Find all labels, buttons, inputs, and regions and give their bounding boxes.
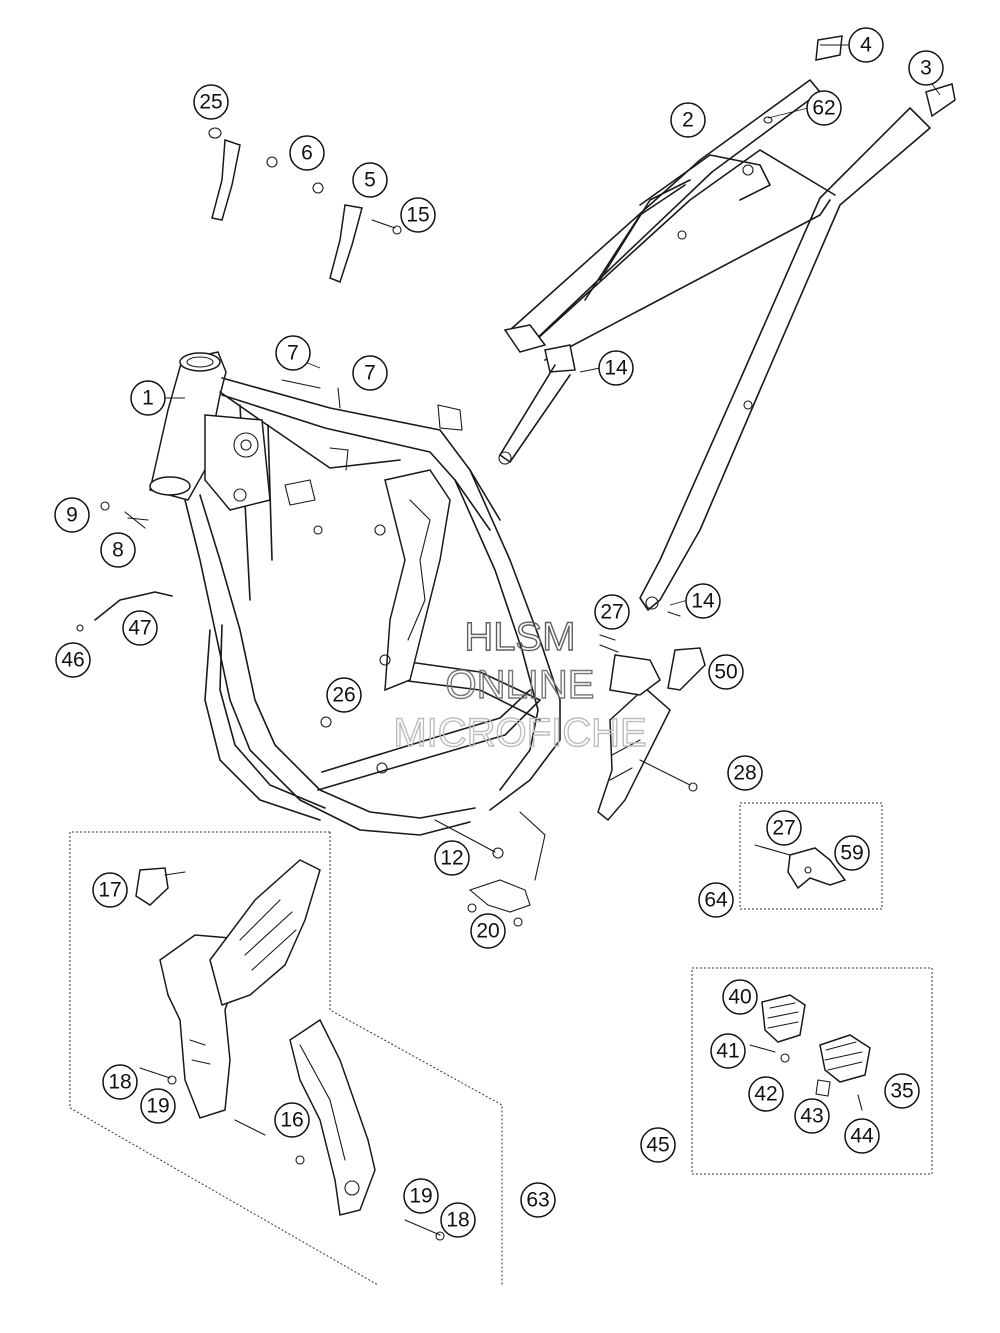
svg-text:59: 59 [840, 842, 863, 865]
svg-text:16: 16 [280, 1109, 303, 1132]
callout-46: 46 [55, 642, 91, 678]
callout-19a: 19 [140, 1088, 176, 1124]
callout-5: 5 [352, 162, 388, 198]
svg-text:25: 25 [199, 91, 222, 114]
watermark: HLSM ONLINE MICROFICHE [393, 614, 648, 755]
group64-drawing [754, 844, 847, 890]
callout-50: 50 [708, 654, 744, 690]
watermark-line3: MICROFICHE [393, 711, 646, 755]
svg-text:50: 50 [714, 661, 737, 684]
callout-25: 25 [193, 84, 229, 120]
svg-text:41: 41 [716, 1040, 739, 1063]
group45-drawing [749, 994, 871, 1111]
callout-42: 42 [748, 1076, 784, 1112]
svg-text:1: 1 [142, 387, 154, 410]
callout-18a: 18 [102, 1064, 138, 1100]
svg-text:14: 14 [691, 590, 715, 613]
callout-35: 35 [884, 1073, 920, 1109]
svg-text:12: 12 [440, 847, 463, 870]
svg-text:2: 2 [682, 109, 694, 132]
subframe-drawing [498, 35, 956, 611]
svg-text:27: 27 [600, 601, 623, 624]
svg-text:44: 44 [850, 1125, 874, 1148]
callout-14a: 14 [598, 350, 634, 386]
footpeg-bracket-drawing [597, 611, 706, 822]
callout-12: 12 [434, 840, 470, 876]
svg-text:6: 6 [301, 142, 313, 165]
callout-19b: 19 [403, 1178, 439, 1214]
callout-45: 45 [640, 1127, 676, 1163]
callout-9: 9 [54, 497, 90, 533]
svg-text:9: 9 [66, 504, 78, 527]
callout-59: 59 [834, 835, 870, 871]
svg-text:7: 7 [364, 362, 376, 385]
watermark-line1: HLSM [464, 615, 575, 659]
callout-6: 6 [289, 135, 325, 171]
svg-text:26: 26 [332, 684, 355, 707]
callout-44: 44 [844, 1118, 880, 1154]
svg-text:14: 14 [604, 357, 628, 380]
callout-40: 40 [722, 979, 758, 1015]
svg-text:40: 40 [728, 986, 751, 1009]
svg-text:5: 5 [364, 169, 376, 192]
svg-text:18: 18 [108, 1071, 131, 1094]
callout-28: 28 [727, 755, 763, 791]
svg-text:20: 20 [476, 920, 499, 943]
svg-text:19: 19 [409, 1185, 432, 1208]
group-outlines [69, 802, 933, 1286]
callout-7a: 7 [275, 335, 311, 371]
svg-text:42: 42 [754, 1083, 777, 1106]
svg-text:43: 43 [800, 1105, 823, 1128]
svg-text:35: 35 [890, 1080, 913, 1103]
callout-27b: 27 [766, 810, 802, 846]
watermark-line2: ONLINE [446, 663, 595, 707]
callout-26: 26 [326, 677, 362, 713]
callouts: 1 2 3 4 5 6 7 7 8 9 12 14 14 15 16 17 18… [54, 27, 944, 1238]
svg-text:63: 63 [526, 1189, 549, 1212]
svg-text:17: 17 [98, 879, 121, 902]
callout-47: 47 [122, 610, 158, 646]
callout-20: 20 [470, 913, 506, 949]
callout-16: 16 [274, 1102, 310, 1138]
callout-7b: 7 [352, 355, 388, 391]
group63-drawing [135, 859, 445, 1241]
callout-17: 17 [92, 872, 128, 908]
callout-41: 41 [710, 1033, 746, 1069]
svg-text:64: 64 [704, 889, 728, 912]
svg-text:18: 18 [446, 1209, 469, 1232]
svg-text:3: 3 [920, 57, 932, 80]
svg-text:15: 15 [406, 204, 429, 227]
callout-15: 15 [400, 197, 436, 233]
callout-1: 1 [130, 380, 166, 416]
svg-text:46: 46 [61, 649, 84, 672]
svg-text:19: 19 [146, 1095, 169, 1118]
svg-text:8: 8 [112, 539, 124, 562]
callout-8: 8 [100, 532, 136, 568]
callout-43: 43 [794, 1098, 830, 1134]
leader-lines [155, 44, 941, 606]
svg-text:7: 7 [287, 342, 299, 365]
callout-4: 4 [848, 27, 884, 63]
svg-text:4: 4 [860, 34, 872, 57]
main-frame-drawing [149, 351, 561, 836]
callout-62: 62 [806, 90, 842, 126]
svg-text:27: 27 [772, 817, 795, 840]
callout-64: 64 [698, 882, 734, 918]
callout-63: 63 [520, 1182, 556, 1218]
svg-text:28: 28 [733, 762, 756, 785]
callout-2: 2 [670, 102, 706, 138]
callout-14b: 14 [685, 583, 721, 619]
callout-27a: 27 [594, 594, 630, 630]
callout-18b: 18 [440, 1202, 476, 1238]
callout-3: 3 [908, 50, 944, 86]
svg-text:47: 47 [128, 617, 151, 640]
svg-text:45: 45 [646, 1134, 669, 1157]
small-parts-drawing [76, 127, 546, 927]
svg-text:62: 62 [812, 97, 835, 120]
